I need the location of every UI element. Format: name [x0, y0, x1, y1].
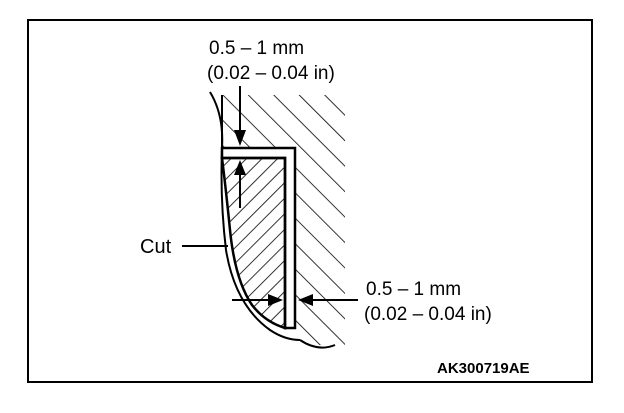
- cut-part: [220, 156, 287, 330]
- side-dimension-in: (0.02 – 0.04 in): [364, 304, 492, 325]
- top-arrow-down: [234, 130, 246, 146]
- top-dimension-mm: 0.5 – 1 mm: [209, 38, 304, 59]
- side-arrow-right: [268, 294, 283, 306]
- figure-code: AK300719AE: [437, 360, 530, 377]
- original-edge-curve: [209, 91, 301, 341]
- cut-label: Cut: [140, 236, 172, 258]
- figure-frame: [27, 19, 593, 383]
- top-arrow-up: [234, 160, 246, 175]
- top-dimension-in: (0.02 – 0.04 in): [207, 63, 335, 84]
- side-arrow-left: [298, 294, 313, 306]
- side-dimension-mm: 0.5 – 1 mm: [366, 279, 461, 300]
